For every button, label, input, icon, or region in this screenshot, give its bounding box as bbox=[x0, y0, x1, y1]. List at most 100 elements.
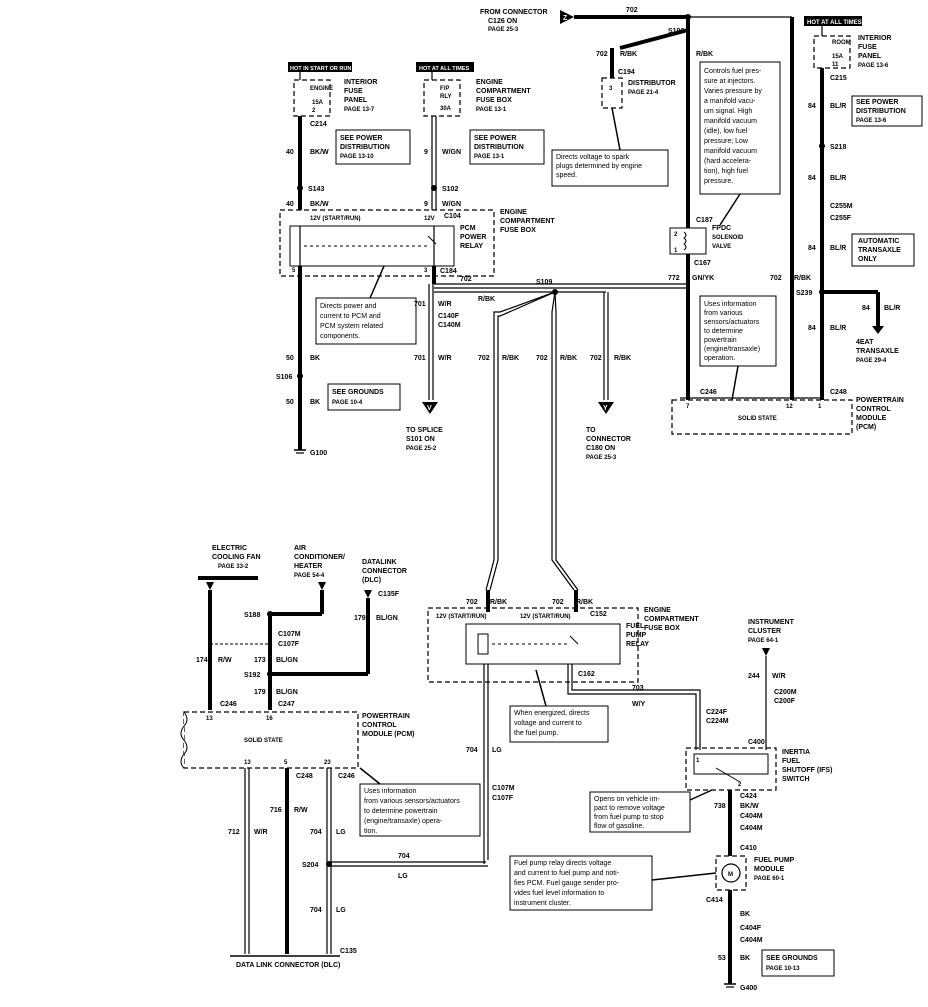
connector-label: C246 bbox=[338, 773, 355, 780]
note-text: um signal. High bbox=[704, 108, 752, 115]
connector-label: C107F bbox=[492, 795, 514, 802]
splice-dot bbox=[267, 611, 273, 617]
pin-label: 5 bbox=[284, 760, 288, 766]
splice-dot bbox=[819, 143, 825, 149]
wire-label: 702 bbox=[626, 7, 638, 14]
opens-note-box bbox=[589, 791, 691, 833]
wire-label: 702 bbox=[460, 276, 472, 283]
arrow-icon bbox=[364, 590, 372, 598]
wire-703-b bbox=[571, 664, 701, 750]
note-text: DISTRIBUTION bbox=[856, 108, 906, 115]
wire-label: R/BK bbox=[560, 355, 577, 362]
wire-label: BK/W bbox=[310, 149, 329, 156]
callout-line bbox=[359, 767, 381, 785]
motor-icon bbox=[721, 863, 741, 883]
wire-label: R/BK bbox=[478, 296, 495, 303]
note-text: SEE POWER bbox=[340, 135, 382, 142]
connector-label: C194 bbox=[618, 69, 635, 76]
pcm-label: POWERTRAIN bbox=[856, 397, 904, 404]
fuse-box-label: ENGINE bbox=[644, 607, 671, 614]
wire-702-long-right bbox=[551, 291, 575, 591]
to-splice-label: S101 ON bbox=[406, 436, 435, 443]
splice-label: S143 bbox=[308, 186, 324, 193]
callout-line bbox=[611, 107, 621, 151]
pin-label: 1 bbox=[696, 758, 700, 764]
note-text: PAGE 10-4 bbox=[332, 400, 363, 406]
wire-label: 704 bbox=[466, 747, 478, 754]
note-text: Uses information bbox=[364, 788, 417, 795]
wire-label: GN/YK bbox=[692, 275, 714, 282]
splice-label: S102 bbox=[442, 186, 458, 193]
arrow-icon bbox=[206, 582, 214, 590]
pcm-label: (PCM) bbox=[856, 424, 876, 431]
wire-label: R/BK bbox=[490, 599, 507, 606]
wire-label: 702 bbox=[478, 355, 490, 362]
fpdc-solenoid-box bbox=[669, 227, 707, 255]
wire-label: W/R bbox=[254, 829, 268, 836]
z-marker-label: Z bbox=[563, 15, 568, 22]
note-text: AUTOMATIC bbox=[858, 238, 899, 245]
note-text: instrument cluster. bbox=[514, 900, 571, 907]
v-marker-icon bbox=[422, 402, 438, 414]
connector-label: C247 bbox=[278, 701, 295, 708]
fuel-pump-label: PAGE 60-1 bbox=[754, 876, 785, 882]
connector-label: C404F bbox=[740, 925, 762, 932]
wire-label: 40 bbox=[286, 149, 294, 156]
break-edge-icon bbox=[180, 711, 188, 769]
z-marker-icon bbox=[560, 10, 574, 24]
pin-label: 12V (START/RUN) bbox=[436, 614, 487, 620]
wire-label: 84 bbox=[808, 175, 816, 182]
wire-label: BL/R bbox=[884, 305, 900, 312]
note-text: PAGE 10-13 bbox=[766, 966, 800, 972]
relay-label: RELAY bbox=[626, 641, 649, 648]
wire-label: 738 bbox=[714, 803, 726, 810]
ground-label: G100 bbox=[310, 450, 327, 457]
ifs-label: SWITCH bbox=[782, 776, 810, 783]
fuel-pressure-note-box bbox=[699, 61, 781, 195]
from-connector-label: FROM CONNECTOR bbox=[480, 9, 548, 16]
pin-label: 5 bbox=[292, 268, 296, 274]
fuse-label: 30A bbox=[440, 106, 452, 112]
wire-label: LG bbox=[398, 873, 408, 880]
note-text: current to PCM and bbox=[320, 313, 381, 320]
to-connector-label: TO bbox=[586, 427, 596, 434]
pin-label: 7 bbox=[686, 404, 690, 410]
wire-label: BL/R bbox=[830, 103, 846, 110]
fuse-label: F/P bbox=[440, 86, 449, 92]
fp-fuse-box bbox=[423, 79, 461, 117]
pin-label: 2 bbox=[674, 232, 678, 238]
connector-label: C400 bbox=[748, 739, 765, 746]
pcm-label: POWERTRAIN bbox=[362, 713, 410, 720]
panel-label: FUSE BOX bbox=[476, 97, 512, 104]
fuse-label: 15A bbox=[312, 100, 324, 106]
wire-label: R/W bbox=[294, 807, 308, 814]
see-grounds-1-box bbox=[327, 383, 401, 411]
wire-label: BL/GN bbox=[276, 657, 298, 664]
wire-702-branch bbox=[619, 28, 689, 50]
note-text: (engine/transaxle) opera- bbox=[364, 818, 443, 825]
ifs-switch-icon bbox=[715, 767, 741, 783]
connector-label: C404M bbox=[740, 825, 763, 832]
connector-label: C224M bbox=[706, 718, 729, 725]
relay-label: PCM bbox=[460, 225, 476, 232]
pcm-label: MODULE bbox=[856, 415, 887, 422]
panel-label: COMPARTMENT bbox=[476, 88, 531, 95]
connector-label: C404M bbox=[740, 813, 763, 820]
wire-label: 174 bbox=[196, 657, 208, 664]
pcm-label: CONTROL bbox=[362, 722, 397, 729]
relay-label: POWER bbox=[460, 234, 486, 241]
wire-label: R/BK bbox=[614, 355, 631, 362]
motor-label: M bbox=[728, 872, 733, 878]
wire-label: LG bbox=[336, 829, 346, 836]
wire-label: 84 bbox=[808, 325, 816, 332]
note-text: manifold vacuum bbox=[704, 148, 757, 155]
dlc-label: CONNECTOR bbox=[362, 568, 407, 575]
relay-coil-icon bbox=[477, 633, 489, 655]
connector-label: C214 bbox=[310, 121, 327, 128]
note-text: speed. bbox=[556, 172, 577, 179]
see-power-3-box bbox=[851, 95, 923, 127]
note-text: and current to fuel pump and noti- bbox=[514, 870, 620, 877]
transaxle-label: PAGE 29-4 bbox=[856, 358, 887, 364]
engine-comp-fuse-box-2 bbox=[427, 607, 639, 683]
